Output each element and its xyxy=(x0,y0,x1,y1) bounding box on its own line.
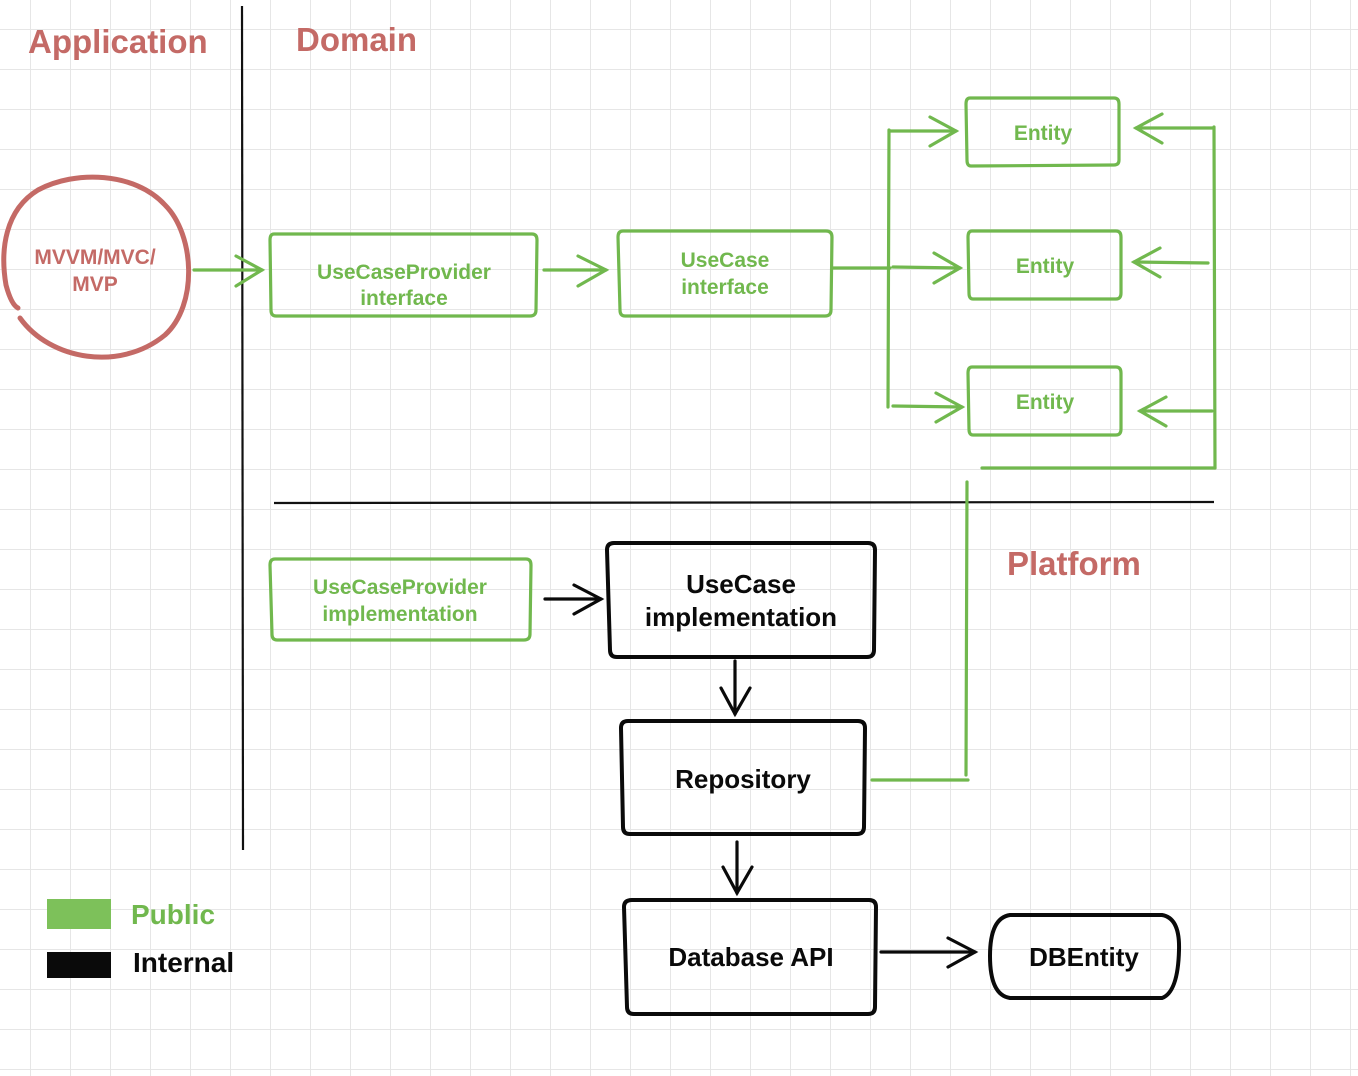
usecase-provider-impl-node: UseCaseProvider implementation xyxy=(268,557,533,642)
repository-label: Repository xyxy=(675,764,811,794)
entity-2-label: Entity xyxy=(1016,255,1075,278)
legend-public-label: Public xyxy=(131,899,215,930)
usecase-provider-interface-line1: UseCaseProvider xyxy=(317,261,491,284)
entity-3-label: Entity xyxy=(1016,391,1075,414)
entity-node-2: Entity xyxy=(966,229,1123,301)
dbentity-node: DBEntity xyxy=(987,913,1182,1000)
mvvm-node: MVVM/MVC/ MVP xyxy=(1,174,192,360)
legend: Public Internal xyxy=(47,899,234,978)
usecase-interface-line2: interface xyxy=(681,276,769,299)
database-api-label: Database API xyxy=(668,942,833,972)
section-title-application: Application xyxy=(28,23,208,60)
usecase-interface-line1: UseCase xyxy=(681,249,770,272)
horizontal-divider xyxy=(273,500,1215,505)
section-title-domain: Domain xyxy=(296,21,417,58)
entity-1-label: Entity xyxy=(1014,122,1073,145)
usecase-interface-node: UseCase interface xyxy=(616,229,834,318)
entity-node-1: Entity xyxy=(964,96,1121,168)
usecase-provider-interface-node: UseCaseProvider interface xyxy=(268,232,539,318)
legend-internal-label: Internal xyxy=(133,947,234,978)
section-title-platform: Platform xyxy=(1007,545,1141,582)
arrow-provider-impl-to-usecase-impl xyxy=(543,583,605,616)
arrow-mvvm-to-provider xyxy=(192,254,266,288)
arrow-repository-to-database xyxy=(721,840,754,897)
database-api-node: Database API xyxy=(621,898,879,1016)
arrow-provider-to-usecase-interface xyxy=(542,254,610,288)
repository-node: Repository xyxy=(618,719,868,836)
mvvm-label-line1: MVVM/MVC/ xyxy=(34,246,156,269)
arrow-usecase-impl-to-repository xyxy=(719,659,752,718)
legend-internal-swatch xyxy=(47,952,111,978)
vertical-divider xyxy=(240,5,245,851)
usecase-provider-impl-line1: UseCaseProvider xyxy=(313,576,487,599)
usecase-impl-node: UseCase implementation xyxy=(604,541,878,659)
usecase-impl-line1: UseCase xyxy=(686,569,796,599)
legend-public-swatch xyxy=(47,899,111,929)
entity-node-3: Entity xyxy=(966,365,1123,437)
usecase-impl-line2: implementation xyxy=(645,602,837,632)
usecase-provider-impl-line2: implementation xyxy=(322,603,477,626)
connector-usecase-to-entities xyxy=(831,115,966,424)
dbentity-label: DBEntity xyxy=(1029,942,1139,972)
usecase-provider-interface-line2: interface xyxy=(360,287,448,310)
arrow-database-to-dbentity xyxy=(879,936,979,969)
mvvm-label-line2: MVP xyxy=(72,273,118,296)
connector-repository-to-entities xyxy=(870,112,1217,782)
